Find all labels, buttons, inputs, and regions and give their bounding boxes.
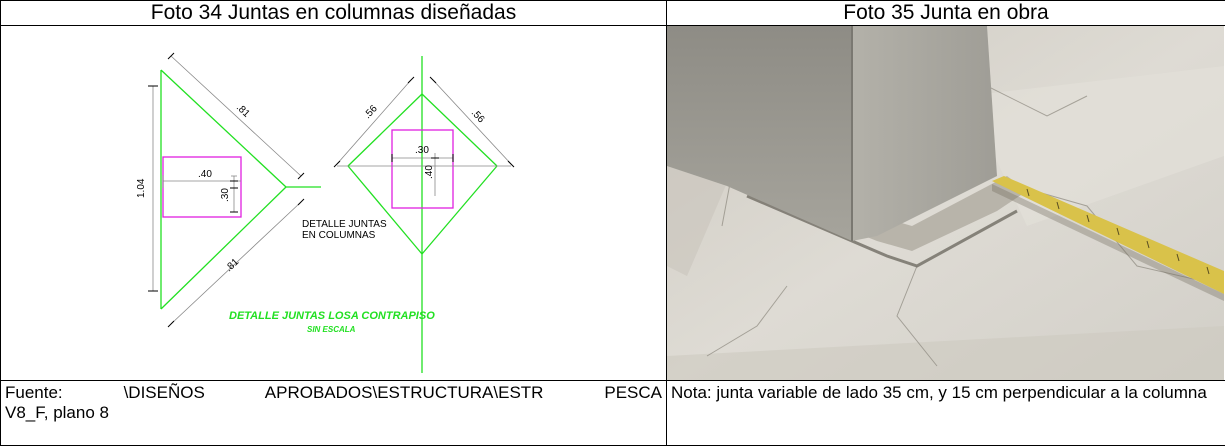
detail-note-line2: EN COLUMNAS [302,230,376,241]
dim-label-104: 1.04 [136,178,147,198]
joint-design-drawing: 1.04 .81 .81 .40 .30 [1,26,665,380]
dim-label-081-top: .81 [234,102,252,120]
triangle-joint-detail: 1.04 .81 .81 .40 .30 [136,53,321,327]
dim-label-030-right: .30 [415,145,429,156]
right-header: Foto 35 Junta en obra [667,1,1225,26]
right-caption: Nota: junta variable de lado 35 cm, y 15… [667,381,1225,446]
dim-label-081-bottom: .81 [224,256,242,274]
left-caption: Fuente: \DISEÑOS APROBADOS\ESTRUCTURA\ES… [1,381,667,446]
detail-note-line1: DETALLE JUNTAS [302,219,387,230]
left-drawing-cell: 1.04 .81 .81 .40 .30 [1,26,667,381]
column-rectangle-left [163,157,241,217]
drawing-title: DETALLE JUNTAS LOSA CONTRAPISO [229,310,435,322]
site-photo [667,26,1224,380]
dim-label-030-left: .30 [220,188,231,202]
dim-label-040-left: .40 [198,169,212,180]
drawing-subtitle: SIN ESCALA [307,325,356,334]
right-photo-cell [667,26,1225,381]
dim-label-040-right: .40 [424,165,435,179]
left-header: Foto 34 Juntas en columnas diseñadas [1,1,667,26]
dim-label-056-right: .56 [469,108,487,126]
left-caption-line1: Fuente: \DISEÑOS APROBADOS\ESTRUCTURA\ES… [5,383,662,403]
diamond-joint-detail: .56 .56 .30 .40 [334,56,514,373]
left-caption-line2: V8_F, plano 8 [5,403,662,423]
